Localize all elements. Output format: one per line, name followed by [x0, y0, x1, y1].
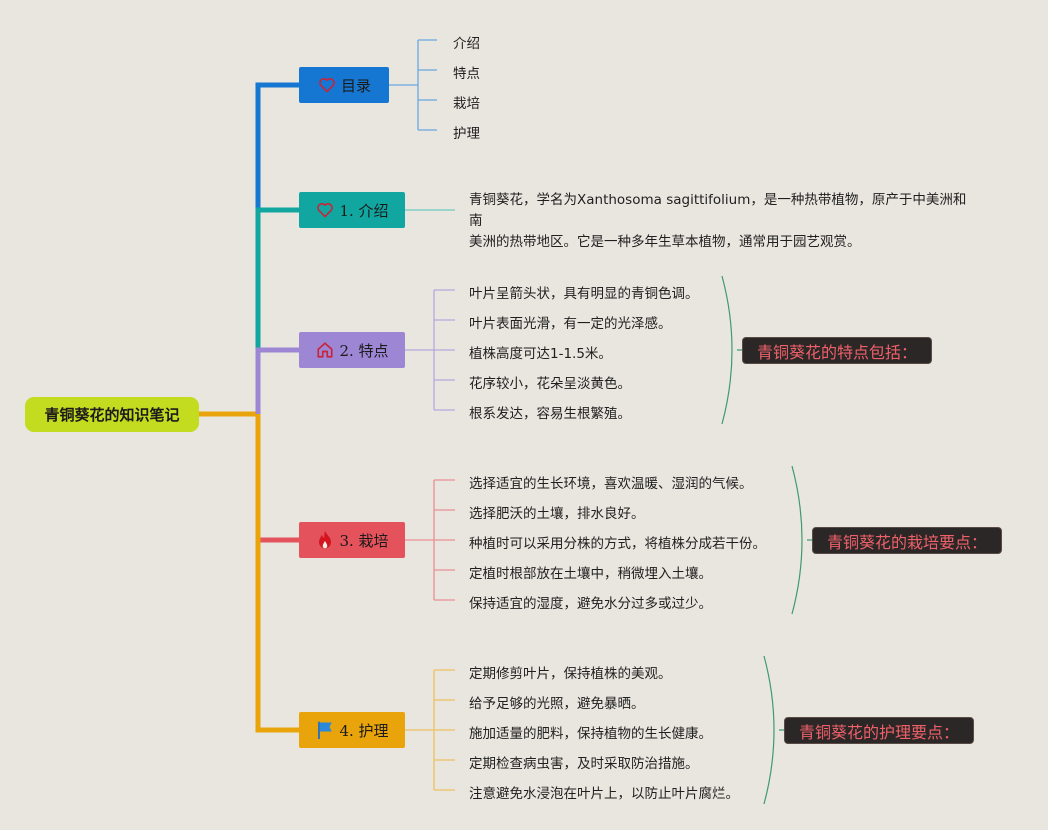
heart-icon: [315, 200, 335, 220]
care-connector: [255, 414, 300, 733]
features-item[interactable]: 根系发达，容易生根繁殖。: [469, 406, 631, 422]
toc-item-care[interactable]: 护理: [453, 126, 480, 142]
cultivation-item[interactable]: 选择适宜的生长环境，喜欢温暖、湿润的气候。: [469, 476, 753, 492]
intro-paragraph: 青铜葵花，学名为Xanthosoma sagittifolium，是一种热带植物…: [469, 190, 974, 253]
intro-connector: [255, 207, 300, 414]
cultivation-item[interactable]: 种植时可以采用分株的方式，将植株分成若干份。: [469, 536, 766, 552]
toc-item-intro[interactable]: 介绍: [453, 36, 480, 52]
cultivation-label: 3. 栽培: [339, 531, 389, 550]
care-item[interactable]: 施加适量的肥料，保持植物的生长健康。: [469, 726, 712, 742]
intro-label: 1. 介绍: [339, 201, 389, 220]
features-item[interactable]: 花序较小，花朵呈淡黄色。: [469, 376, 631, 392]
toc-label: 目录: [340, 76, 371, 95]
toc-item-cultivation[interactable]: 栽培: [453, 96, 480, 112]
cultivation-summary[interactable]: 青铜葵花的栽培要点：: [812, 527, 1003, 554]
care-summary-brace: [763, 655, 775, 805]
care-item[interactable]: 定期检查病虫害，及时采取防治措施。: [469, 756, 699, 772]
features-bracket: [404, 289, 455, 411]
cultivation-node[interactable]: 3. 栽培: [299, 522, 405, 558]
cultivation-item[interactable]: 保持适宜的湿度，避免水分过多或过少。: [469, 596, 712, 612]
toc-node[interactable]: 目录: [299, 67, 389, 103]
features-summary[interactable]: 青铜葵花的特点包括：: [742, 337, 933, 364]
care-node[interactable]: 4. 护理: [299, 712, 405, 748]
features-item[interactable]: 叶片表面光滑，有一定的光泽感。: [469, 316, 672, 332]
fire-icon: [315, 530, 335, 550]
features-item[interactable]: 植株高度可达1-1.5米。: [469, 346, 612, 362]
care-item[interactable]: 注意避免水浸泡在叶片上，以防止叶片腐烂。: [469, 786, 739, 802]
flag-icon: [315, 720, 335, 740]
cultivation-bracket: [404, 479, 455, 601]
root-node[interactable]: 青铜葵花的知识笔记: [25, 397, 199, 432]
intro-node[interactable]: 1. 介绍: [299, 192, 405, 228]
intro-paragraph-line: 美洲的热带地区。它是一种多年生草本植物，通常用于园艺观赏。: [469, 234, 861, 250]
heart-icon: [317, 75, 337, 95]
care-bracket: [404, 669, 455, 791]
care-item[interactable]: 给予足够的光照，避免暴晒。: [469, 696, 645, 712]
toc-item-features[interactable]: 特点: [453, 66, 480, 82]
toc-bracket: [388, 39, 437, 131]
toc-connector: [255, 82, 300, 414]
cultivation-connector: [255, 414, 300, 543]
house-icon: [315, 340, 335, 360]
care-summary[interactable]: 青铜葵花的护理要点：: [784, 717, 975, 744]
care-item[interactable]: 定期修剪叶片，保持植株的美观。: [469, 666, 672, 682]
features-item[interactable]: 叶片呈箭头状，具有明显的青铜色调。: [469, 286, 699, 302]
features-connector: [255, 347, 300, 414]
cultivation-item[interactable]: 定植时根部放在土壤中，稍微埋入土壤。: [469, 566, 712, 582]
intro-paragraph-line: 青铜葵花，学名为Xanthosoma sagittifolium，是一种热带植物…: [469, 192, 967, 229]
cultivation-item[interactable]: 选择肥沃的土壤，排水良好。: [469, 506, 645, 522]
care-label: 4. 护理: [339, 721, 389, 740]
features-summary-brace: [721, 275, 733, 425]
features-label: 2. 特点: [339, 341, 389, 360]
features-node[interactable]: 2. 特点: [299, 332, 405, 368]
cultivation-summary-brace: [791, 465, 803, 615]
